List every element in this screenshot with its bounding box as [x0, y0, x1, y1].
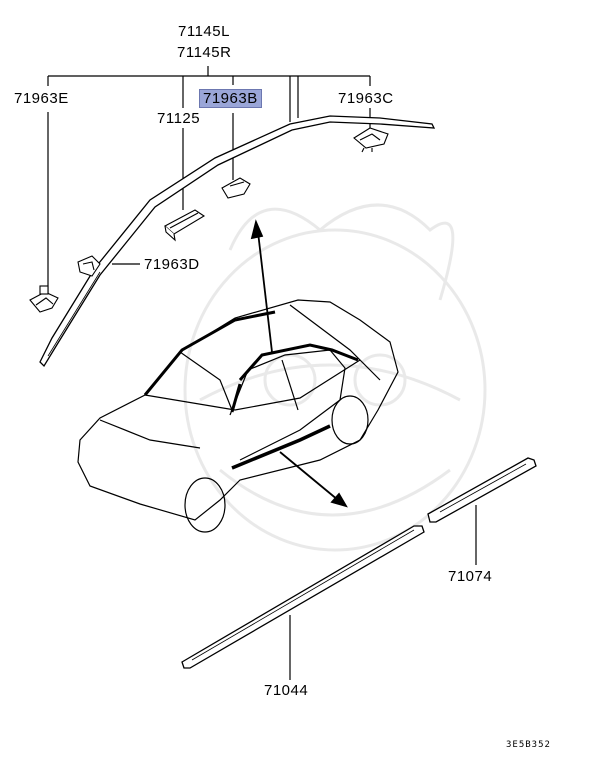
car-illustration — [77, 299, 399, 533]
car-door-moulding — [231, 424, 331, 470]
label-71145r: 71145R — [177, 44, 232, 61]
clip-71963e[interactable] — [29, 285, 59, 313]
label-71963c: 71963C — [338, 90, 394, 107]
label-71074: 71074 — [448, 568, 493, 585]
label-71963b[interactable]: 71963B — [199, 89, 262, 108]
label-71963e: 71963E — [14, 90, 69, 107]
side-moulding-71074[interactable] — [427, 457, 537, 523]
roof-moulding-strip[interactable] — [39, 115, 436, 368]
clip-71963d[interactable] — [77, 255, 101, 277]
part-71125-pad[interactable] — [164, 209, 206, 242]
leader-bracket — [47, 66, 477, 680]
diagram-code: 3E5B352 — [506, 740, 551, 750]
label-71044: 71044 — [264, 682, 309, 699]
label-71125: 71125 — [157, 110, 201, 127]
side-moulding-71044[interactable] — [181, 525, 425, 669]
label-71145l: 71145L — [178, 23, 230, 40]
clip-71963b[interactable] — [221, 177, 251, 199]
arrow-to-roof — [250, 219, 273, 353]
label-71963d: 71963D — [144, 256, 200, 273]
arrow-to-side — [279, 451, 348, 508]
clip-71963c[interactable] — [353, 127, 389, 153]
car-roof-moulding — [143, 310, 359, 413]
